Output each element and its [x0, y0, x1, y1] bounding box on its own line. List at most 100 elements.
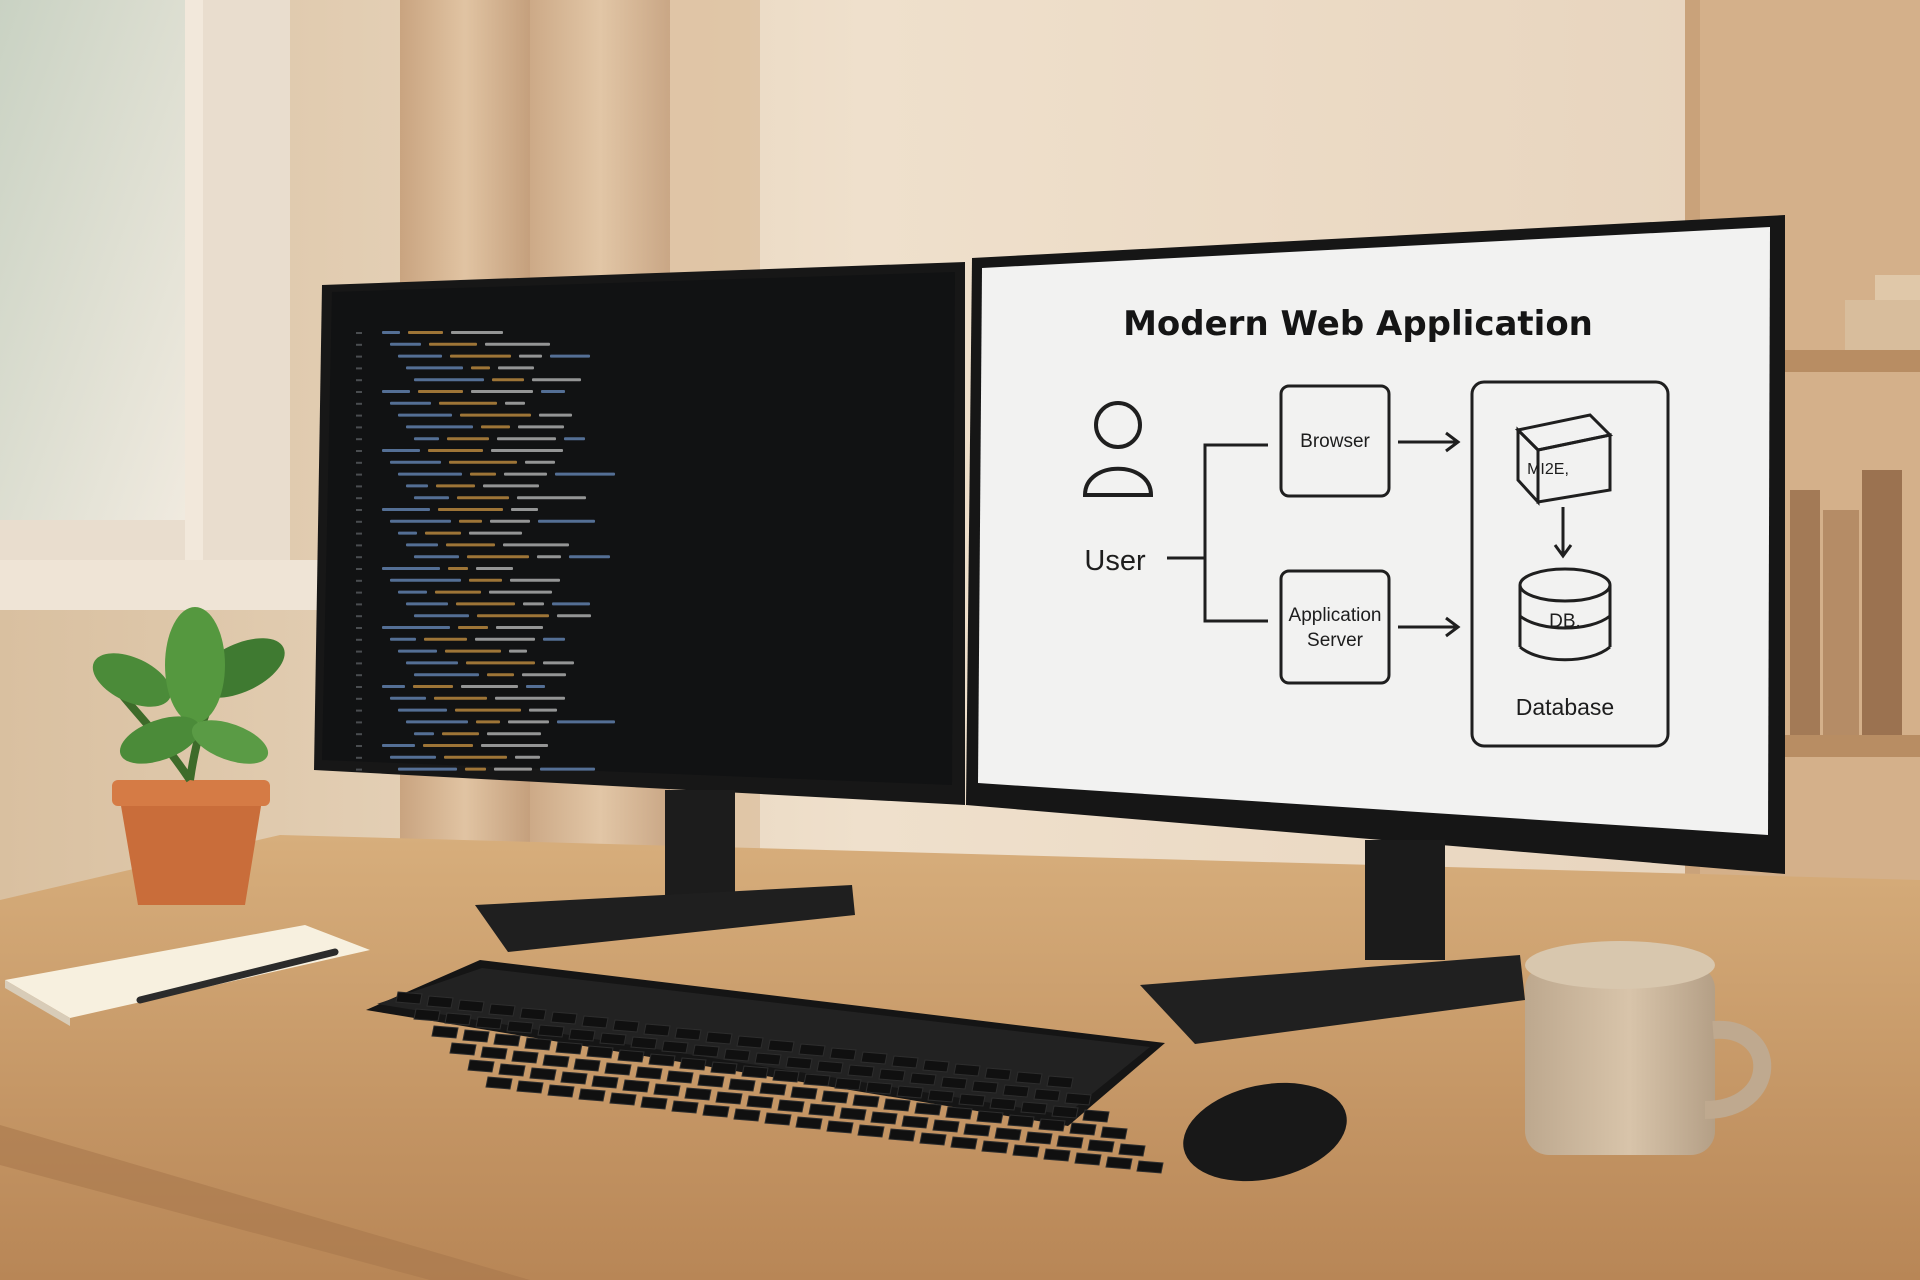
keyboard-key: [785, 1056, 813, 1070]
keyboard-key: [1069, 1122, 1097, 1136]
code-line-number: [356, 556, 362, 559]
keyboard-key: [705, 1031, 733, 1045]
code-line-number: [356, 426, 362, 429]
code-token: [436, 484, 475, 488]
left-monitor: [314, 262, 965, 952]
code-token: [413, 685, 453, 688]
keyboard-key: [1051, 1105, 1079, 1119]
code-line-number: [356, 509, 362, 511]
keyboard-key: [860, 1051, 888, 1065]
application-server-label-line2: Server: [1307, 630, 1364, 651]
keyboard-key: [431, 1025, 459, 1039]
keyboard-key: [599, 1032, 627, 1046]
code-line-number: [356, 355, 362, 358]
code-token: [504, 472, 547, 476]
cube-to-db-arrow: [1553, 507, 1573, 559]
code-line-number: [356, 709, 362, 712]
code-line-number: [356, 662, 362, 665]
code-token: [390, 696, 426, 700]
database-icon: [1518, 567, 1612, 662]
keyboard-key: [1046, 1075, 1074, 1089]
keyboard-key: [1007, 1114, 1035, 1128]
code-line-number: [356, 591, 362, 594]
keyboard-key: [847, 1064, 875, 1078]
code-line-number: [356, 343, 362, 346]
keyboard-key: [1087, 1139, 1115, 1153]
code-token: [510, 578, 560, 582]
keyboard-key: [715, 1091, 743, 1105]
code-token: [418, 390, 463, 393]
keyboard-key: [1015, 1071, 1043, 1085]
code-token: [491, 449, 563, 452]
code-line-number: [356, 756, 362, 759]
keyboard-key: [578, 1088, 606, 1102]
code-token: [471, 390, 533, 393]
keyboard-key: [764, 1112, 792, 1126]
code-token: [382, 508, 430, 511]
keyboard-key: [426, 995, 454, 1009]
code-token: [408, 331, 443, 334]
code-token: [495, 696, 565, 700]
code-token: [476, 720, 500, 724]
code-line-number: [356, 532, 362, 535]
code-token: [458, 626, 488, 629]
code-token: [515, 755, 540, 759]
keyboard-key: [795, 1116, 823, 1130]
code-token: [541, 390, 565, 393]
code-token: [490, 519, 530, 523]
diagram-title: Modern Web Application: [1123, 304, 1593, 344]
keyboard: [366, 960, 1165, 1174]
user-branch-lines: [1167, 443, 1268, 623]
code-token: [390, 460, 441, 464]
keyboard-key: [529, 1067, 557, 1081]
database-label: Database: [1516, 694, 1614, 720]
code-token: [414, 732, 434, 736]
keyboard-key: [736, 1035, 764, 1049]
keyboard-key: [697, 1074, 725, 1088]
code-token: [489, 590, 552, 594]
code-token: [455, 708, 521, 712]
keyboard-key: [581, 1015, 609, 1029]
db-label: DB.: [1549, 611, 1581, 632]
code-token: [460, 413, 531, 417]
keyboard-key: [754, 1052, 782, 1066]
keyboard-key: [1074, 1152, 1102, 1166]
code-token: [496, 626, 543, 629]
code-token: [543, 637, 565, 641]
code-token: [481, 744, 548, 747]
code-token: [414, 496, 449, 500]
keyboard-key: [702, 1104, 730, 1118]
architecture-diagram: Modern Web Application User Browser Appl…: [1082, 304, 1670, 748]
keyboard-key: [816, 1060, 844, 1074]
code-token: [406, 720, 468, 724]
plant: [92, 607, 285, 905]
code-token: [398, 472, 462, 476]
code-token: [552, 602, 590, 606]
code-token: [446, 543, 495, 547]
code-token: [503, 543, 569, 547]
code-line-number: [356, 579, 362, 582]
keyboard-key: [803, 1073, 831, 1087]
code-token: [428, 449, 483, 452]
keyboard-key: [891, 1055, 919, 1069]
code-token: [564, 437, 585, 441]
keyboard-key: [1033, 1088, 1061, 1102]
keyboard-key: [865, 1081, 893, 1095]
keyboard-key: [622, 1079, 650, 1093]
keyboard-key: [524, 1037, 552, 1051]
keyboard-key: [1118, 1143, 1146, 1157]
keyboard-key: [834, 1077, 862, 1091]
code-token: [423, 744, 473, 747]
code-line-number: [356, 367, 362, 370]
code-token: [398, 531, 417, 535]
code-line-number: [356, 473, 362, 476]
code-token: [543, 661, 574, 665]
code-token: [442, 732, 479, 736]
keyboard-key: [648, 1053, 676, 1067]
keyboard-key: [1105, 1156, 1133, 1170]
keyboard-key: [710, 1061, 738, 1075]
keyboard-key: [1043, 1148, 1071, 1162]
code-token: [398, 413, 452, 417]
keyboard-key: [542, 1054, 570, 1068]
